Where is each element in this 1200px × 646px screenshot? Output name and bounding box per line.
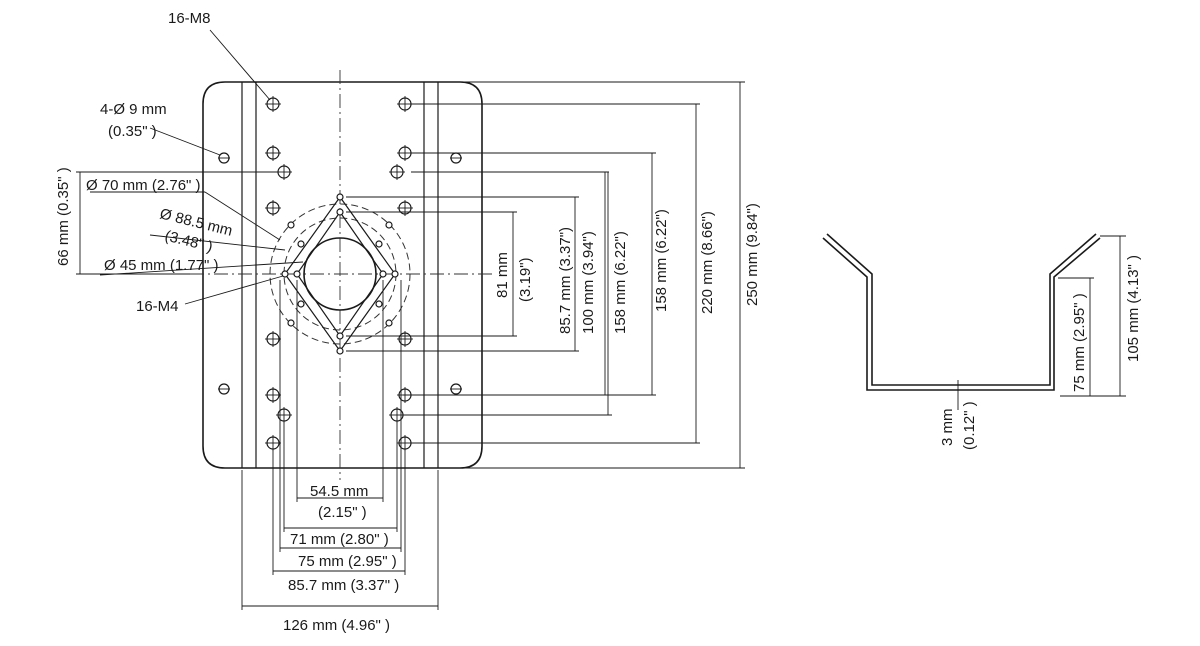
- label-v857: 85.7 mm (3.37"): [557, 227, 574, 334]
- label-side-105: 105 mm (4.13" ): [1125, 255, 1142, 362]
- label-h545-in: (2.15" ): [318, 504, 367, 521]
- horizontal-dimensions: [241, 280, 439, 610]
- label-dim-66: 66 mm (0.35" ): [55, 167, 72, 266]
- label-v250: 250 mm (9.84"): [744, 203, 761, 306]
- label-v220: 220 mm (8.66"): [699, 211, 716, 314]
- label-v81: 81 mm: [494, 252, 511, 298]
- label-h71: 71 mm (2.80" ): [290, 531, 389, 548]
- vertical-dimensions: [346, 81, 745, 469]
- label-h545: 54.5 mm: [310, 483, 368, 500]
- label-m4: 16-M4: [136, 298, 179, 315]
- label-d45: Ø 45 mm (1.77" ): [104, 257, 219, 274]
- label-side-thickness-in: (0.12" ): [961, 401, 978, 450]
- label-h126: 126 mm (4.96" ): [283, 617, 390, 634]
- side-view-bracket: [822, 233, 1126, 410]
- label-side-thickness: 3 mm: [939, 409, 956, 447]
- label-m8: 16-M8: [168, 10, 211, 27]
- label-d70: Ø 70 mm (2.76" ): [86, 177, 201, 194]
- labels: 16-M8 4-Ø 9 mm (0.35" ) 66 mm (0.35" ) Ø…: [55, 10, 1142, 634]
- m8-holes: [265, 96, 413, 451]
- label-v100: 100 mm (3.94"): [580, 231, 597, 334]
- center-lines: [190, 70, 495, 480]
- label-v158-inner: 158 mm (6.22"): [612, 231, 629, 334]
- dim-66: [76, 171, 278, 275]
- label-hole-diameter: 4-Ø 9 mm: [100, 101, 167, 118]
- plate-outline: [202, 81, 483, 469]
- label-side-75: 75 mm (2.95" ): [1071, 293, 1088, 392]
- label-v158-outer: 158 mm (6.22"): [653, 209, 670, 312]
- leader-lines: [90, 29, 304, 305]
- label-h75: 75 mm (2.95" ): [298, 553, 397, 570]
- label-hole-diameter-in: (0.35" ): [108, 123, 157, 140]
- m4-holes: [281, 193, 399, 355]
- label-v81-in: (3.19"): [517, 257, 534, 302]
- label-h857: 85.7 mm (3.37" ): [288, 577, 399, 594]
